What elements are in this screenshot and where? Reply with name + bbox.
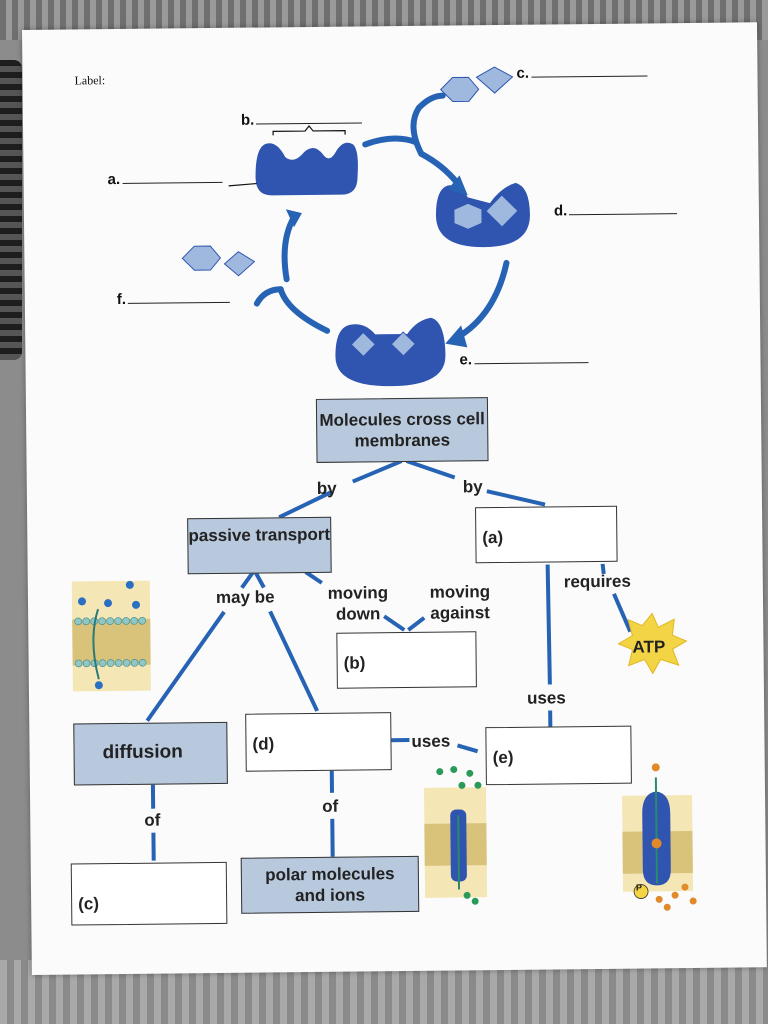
cycle-arrow-4 (277, 286, 331, 334)
atp-starburst (617, 612, 688, 675)
polar-molecules-text: polar molecules and ions (265, 864, 395, 906)
label-d: d. (554, 201, 678, 219)
blank-line-e[interactable] (474, 362, 589, 365)
blank-box-d[interactable]: (d) (245, 712, 392, 772)
link-by-right: by (462, 477, 483, 497)
product-hexagon-e1 (350, 331, 377, 358)
label-b: b. (241, 110, 363, 129)
label-c: c. (516, 63, 648, 82)
phosphate-label: P (635, 882, 643, 893)
label-e: e. (459, 350, 589, 368)
root-concept-box: Molecules cross cell membranes (315, 397, 489, 463)
label-a: a. (107, 170, 223, 188)
arrowhead-cycle-3 (445, 325, 468, 348)
worksheet-illustrations (71, 66, 697, 911)
blank-box-c-label: (c) (78, 894, 100, 914)
cycle-arrow-2 (418, 150, 461, 187)
substrate-hexagon-c1 (439, 76, 480, 102)
root-concept-text: Molecules cross cell membranes (319, 409, 485, 451)
blank-box-e-label: (e) (492, 747, 514, 768)
blank-box-b[interactable]: (b) (336, 631, 477, 689)
blank-line-a[interactable] (122, 181, 223, 184)
label-f: f. (117, 290, 231, 308)
entry-arm (410, 92, 446, 157)
product-hexagon-f1 (181, 245, 222, 271)
membrane-pump-image (622, 763, 697, 911)
passive-transport-text: passive transport (188, 524, 331, 546)
arrowhead-cycle-5 (285, 209, 302, 228)
label-title: Label: (74, 73, 106, 88)
link-uses-right: uses (526, 688, 566, 708)
product-hexagon-f2 (223, 251, 256, 277)
membrane-channel-image (423, 766, 488, 905)
enzyme-empty (255, 142, 358, 196)
atp-label: ATP (632, 637, 666, 657)
link-requires: requires (563, 571, 631, 592)
blank-box-e[interactable]: (e) (485, 725, 632, 786)
substrate-hexagon-d2 (485, 194, 519, 228)
blank-line-d[interactable] (569, 213, 678, 216)
enzyme-cycle-diagram (181, 66, 530, 387)
blank-box-b-label: (b) (343, 653, 366, 673)
cycle-arrow-3 (454, 259, 510, 341)
worksheet-page: Label: b. a. c. d. f. e. Molecules cross… (22, 22, 767, 975)
blank-box-a-label: (a) (482, 527, 504, 548)
product-hexagon-e2 (390, 331, 417, 357)
blank-line-c[interactable] (531, 75, 648, 78)
blank-box-c[interactable]: (c) (70, 861, 228, 926)
link-moving-down: moving down (327, 583, 389, 624)
membrane-diffusion-image (71, 580, 151, 692)
blank-line-b[interactable] (256, 122, 363, 125)
arrowhead-cycle-1 (447, 175, 468, 196)
blank-box-d-label: (d) (252, 734, 275, 754)
link-may-be: may be (215, 587, 275, 607)
cycle-arrow-1 (362, 135, 419, 148)
link-of-left: of (144, 810, 161, 830)
exit-arm (253, 286, 284, 307)
passive-transport-box: passive transport (187, 516, 332, 575)
substrate-hexagon-c2 (475, 66, 514, 94)
blank-box-a[interactable]: (a) (475, 505, 618, 564)
substrate-hexagon-d1 (453, 202, 483, 230)
diffusion-box: diffusion (73, 721, 228, 786)
link-of-mid: of (322, 796, 339, 816)
diffusion-text: diffusion (102, 741, 183, 764)
link-by-left: by (316, 478, 337, 498)
enzyme-substrate-complex (435, 182, 530, 248)
polar-molecules-box: polar molecules and ions (240, 855, 420, 914)
bracket-b (272, 125, 346, 136)
blank-line-f[interactable] (128, 301, 231, 304)
link-uses-mid: uses (411, 731, 451, 751)
spiral-binding (0, 60, 22, 360)
link-moving-against: moving against (429, 582, 491, 623)
enzyme-product-complex (335, 317, 446, 387)
cycle-arrow-5 (281, 214, 297, 283)
concept-map-connectors (145, 459, 633, 861)
